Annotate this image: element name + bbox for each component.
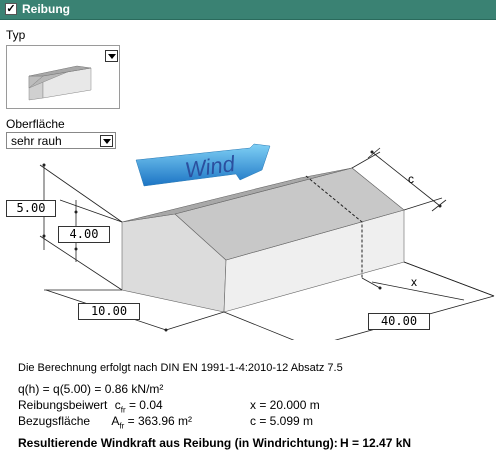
typ-selector[interactable] [6,45,120,109]
cfr-value: = 0.04 [128,398,163,412]
panel-checkbox[interactable]: ✓ [5,3,17,15]
afr-row: Bezugsfläche Afr = 363.96 m² [18,414,192,430]
result-label: Resultierende Windkraft aus Reibung (in … [18,436,338,450]
x-dimension-label: x [411,275,417,289]
cfr-row: Reibungsbeiwert cfr = 0.04 [18,398,163,414]
result-value: H = 12.47 kN [340,436,412,450]
oberflaeche-select[interactable]: sehr rauh [6,132,116,149]
afr-subscript: fr [119,421,125,431]
chevron-down-icon [103,139,111,144]
cfr-subscript: fr [120,405,126,415]
afr-value: = 363.96 m² [127,414,193,428]
panel-header: ✓ Reibung [0,0,496,20]
cfr-symbol: c [114,398,121,412]
qh-value: q(h) = q(5.00) = 0.86 kN/m² [18,382,164,396]
height-total-field[interactable]: 5.00 [6,200,56,217]
length-field[interactable]: 40.00 [368,313,430,330]
chevron-down-icon [108,54,116,59]
typ-label: Typ [6,28,26,42]
afr-label: Bezugsfläche [18,414,91,428]
gable-roof-thumbnail [28,65,92,101]
building-diagram: Wind [39,143,495,340]
height-eave-field[interactable]: 4.00 [58,226,110,243]
c-dimension-label: c [408,172,414,186]
panel-title: Reibung [22,2,70,16]
x-value: x = 20.000 m [250,398,320,412]
typ-dropdown-button[interactable] [105,50,118,62]
oberflaeche-value: sehr rauh [11,134,62,148]
oberflaeche-dropdown-button[interactable] [100,135,113,147]
oberflaeche-label: Oberfläche [6,117,65,131]
afr-symbol: A [111,414,120,428]
wind-arrow-icon: Wind [135,143,271,187]
building-3d [121,167,405,313]
cfr-label: Reibungsbeiwert [18,398,108,412]
width-field[interactable]: 10.00 [78,303,140,320]
norm-reference: Die Berechnung erfolgt nach DIN EN 1991-… [18,362,343,374]
c-value: c = 5.099 m [250,414,314,428]
